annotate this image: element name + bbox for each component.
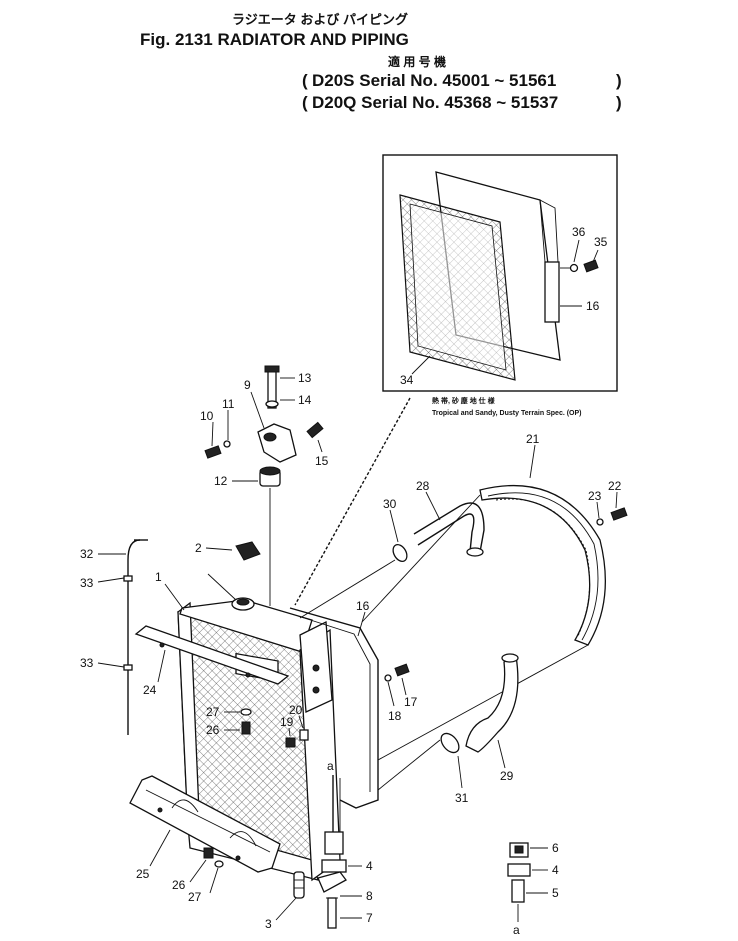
serial-line-2: D20Q Serial No. 45368 ~ 51537 [312,93,558,112]
callout-25: 25 [136,867,150,881]
callout-16-main: 16 [356,599,370,613]
fan-guard [479,484,607,646]
bracket-left-2: ( [302,93,308,112]
callout-29: 29 [500,769,514,783]
bolt-26-lower [203,847,214,859]
nut-19 [285,737,296,748]
callout-11: 11 [222,397,235,411]
callout-26-upper: 26 [206,723,220,737]
bracket-right-1: ) [616,71,622,90]
mount-bracket [257,423,297,463]
collar-5 [511,879,525,903]
hose-clip-upper [123,575,133,582]
hose-clamp-31 [440,732,460,754]
callout-9: 9 [244,378,251,392]
callout-14: 14 [298,393,312,407]
callout-30: 30 [383,497,397,511]
callout-17: 17 [404,695,418,709]
bracket-left-1: ( [302,71,308,90]
callout-20: 20 [289,703,303,717]
bolt-7 [327,897,337,929]
inset-tropical-spec [382,154,618,392]
radiator-cap [235,541,261,561]
title-japanese: ラジエータ および パイピング [232,12,408,27]
cushion-4-right [507,863,531,877]
washer-11 [223,440,231,448]
lower-hose [465,655,519,753]
callout-6: 6 [552,841,559,855]
hose-clamp-30 [392,543,408,563]
bolt-17 [394,663,410,677]
guard-chain [294,397,411,606]
callout-28: 28 [416,479,430,493]
stay-bar [134,625,290,685]
callout-4-right: 4 [552,863,559,877]
callout-7: 7 [366,911,373,925]
callout-a-lower: a [513,923,520,936]
callout-3: 3 [265,917,272,931]
bolt-10 [204,445,222,459]
bolt-15 [306,421,324,439]
inset-frame [382,154,618,392]
callout-36: 36 [572,225,586,239]
callout-21: 21 [526,432,540,446]
serial-line-1: D20S Serial No. 45001 ~ 51561 [312,71,556,90]
hose-clip-lower [123,664,133,671]
callout-31: 31 [455,791,469,805]
callout-4-left: 4 [366,859,373,873]
callout-13: 13 [298,371,312,385]
bracket-washer [265,400,279,408]
inset-bolt [583,259,599,273]
bolt-26-upper [241,721,251,735]
callout-1: 1 [155,570,162,584]
callout-33-upper: 33 [80,576,94,590]
callout-26-lower: 26 [172,878,186,892]
mount-cushion-4 [321,859,347,873]
callout-16-inset: 16 [586,299,600,313]
callout-10: 10 [200,409,214,423]
washer-18 [384,674,392,682]
callout-5: 5 [552,886,559,900]
callout-19: 19 [280,715,294,729]
fan-shroud [289,607,379,809]
callout-15: 15 [315,454,329,468]
callout-27-upper: 27 [206,705,220,719]
mount-plate-8 [317,871,347,893]
washer-20 [299,729,309,741]
callout-8: 8 [366,889,373,903]
callout-12: 12 [214,474,228,488]
callout-27-lower: 27 [188,890,202,904]
callout-2: 2 [195,541,202,555]
washer-23 [596,518,604,526]
callout-18: 18 [388,709,402,723]
inset-caption-jp: 熱 帯, 砂 塵 地 仕 様 [432,396,496,405]
overflow-hose [127,539,141,735]
bracket-right-2: ) [616,93,622,112]
inset-washer [569,263,579,273]
callout-23: 23 [588,489,602,503]
bottom-guard [129,775,281,873]
callout-24: 24 [143,683,157,697]
washer-27-lower [214,860,224,868]
callout-35: 35 [594,235,608,249]
callout-32: 32 [80,547,94,561]
applicable-models-jp: 適 用 号 機 [388,54,446,69]
drain-cock [293,871,305,899]
callout-33-lower: 33 [80,656,94,670]
bolt-22 [610,507,628,521]
inset-caption: Tropical and Sandy, Dusty Terrain Spec. … [432,410,582,417]
washer-27-upper [240,708,252,716]
callout-34: 34 [400,373,414,387]
upper-hose [417,513,475,553]
callout-a-upper: a [327,759,334,773]
callout-22: 22 [608,479,622,493]
figure-title: Fig. 2131 RADIATOR AND PIPING [140,30,409,49]
